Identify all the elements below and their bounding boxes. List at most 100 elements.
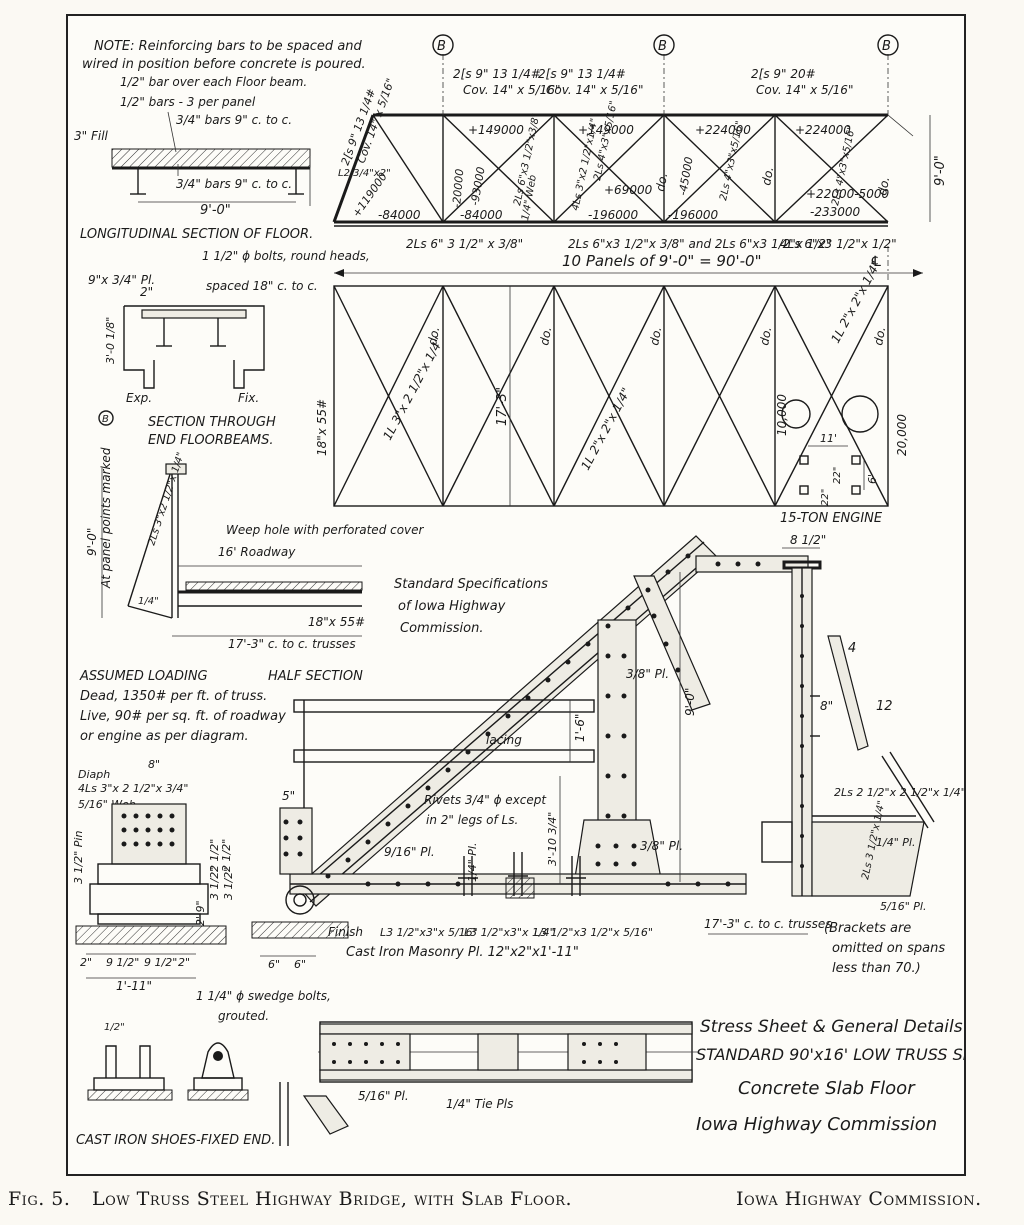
end-bolts-1: 1 1/2" ϕ bolts, round heads, bbox=[202, 249, 370, 263]
engine-load-front: 10,000 bbox=[775, 394, 789, 436]
right-dim-8: 8" bbox=[820, 699, 833, 713]
end-exp: Exp. bbox=[126, 391, 152, 405]
end-fix: Fix. bbox=[238, 391, 259, 405]
assumed-loading: ASSUMED LOADING Dead, 1350# per ft. of t… bbox=[79, 669, 286, 744]
right-note-1: (Brackets are bbox=[824, 921, 911, 936]
bottom-chord-1: 2Ls 6" 3 1/2" x 3/8" bbox=[406, 237, 523, 251]
joint-dim-90: 9'-0" bbox=[683, 688, 697, 716]
shoe-dim-21: 2 1/2" bbox=[208, 839, 221, 872]
joint-finish: Finish bbox=[328, 925, 363, 939]
bottom-chord-2: 2Ls 6"x3 1/2"x 3/8" and 2Ls 6"x3 1/2"x 1… bbox=[568, 237, 832, 251]
bracing-do-5: do. bbox=[871, 326, 888, 347]
note-floorbeam-bar: 1/2" bar over each Floor beam. bbox=[120, 75, 307, 89]
spec-line-1: Standard Specifications bbox=[394, 577, 548, 592]
bracing-do-3: do. bbox=[647, 326, 664, 347]
joint-pl-38a: 3/8" Pl. bbox=[626, 667, 669, 681]
specification-note: Standard Specifications of Iowa Highway … bbox=[394, 577, 548, 636]
longitudinal-section-label: LONGITUDINAL SECTION OF FLOOR. bbox=[80, 227, 313, 242]
right-trusses: 17'-3" c. to c. trusses bbox=[704, 917, 832, 931]
stress-13: +224000 bbox=[795, 123, 851, 137]
half-at-panel: At panel points marked bbox=[99, 447, 113, 589]
shoe-pin: 3 1/2" Pin bbox=[72, 831, 85, 884]
joint-pl-38b: 3/8" Pl. bbox=[640, 839, 683, 853]
engine-axle: 11' bbox=[820, 432, 837, 445]
stress-15: -233000 bbox=[810, 205, 861, 219]
engine-load-rear: 20,000 bbox=[895, 414, 909, 456]
joint-pl-14: 1/4" Pl. bbox=[466, 843, 479, 882]
note-bars-34: 3/4" bars 9" c. to c. bbox=[176, 113, 292, 127]
joint-angle-a: L3 1/2"x3"x 5/16" bbox=[380, 926, 478, 939]
plan-pl-516: 5/16" Pl. bbox=[358, 1089, 409, 1103]
cast-label: CAST IRON SHOES-FIXED END. bbox=[76, 1133, 275, 1148]
caption-figure: Fig. 5. bbox=[8, 1188, 71, 1210]
end-height: 3'-0 1/8" bbox=[104, 317, 117, 364]
cover-2: Cov. 14" x 5/16" bbox=[546, 83, 643, 97]
stress-11: -196000 bbox=[668, 208, 719, 222]
end-section-label-2: END FLOORBEAMS. bbox=[148, 433, 274, 448]
do-2: do. bbox=[759, 166, 776, 187]
joint-angle-c: L3 1/2"x3 1/2"x 5/16" bbox=[534, 926, 653, 939]
note-line-2: wired in position before concrete is pou… bbox=[82, 57, 366, 72]
shoe-dim-3b: 3 1/2" bbox=[222, 867, 235, 900]
engine-wheel-b: 22" bbox=[832, 467, 843, 484]
end-bolts-2: spaced 18" c. to c. bbox=[206, 279, 318, 293]
joint-dim-310: 3'-10 3/4" bbox=[546, 812, 559, 866]
truss-labels: 2[s 9" 13 1/4# Cov. 14" x 5/16" 2[s 9" 1… bbox=[338, 67, 948, 270]
title-line-3: Concrete Slab Floor bbox=[738, 1078, 916, 1099]
right-note-3: less than 70.) bbox=[832, 961, 921, 976]
longitudinal-floor-section: NOTE: Reinforcing bars to be spaced and … bbox=[74, 39, 366, 242]
spec-line-3: Commission. bbox=[400, 621, 483, 636]
stress-7: +149000 bbox=[578, 123, 634, 137]
shoe-base-c: 9 1/2" bbox=[144, 956, 177, 969]
joint-dim-16: 1'-6" bbox=[573, 714, 587, 742]
engine-wheel-a: 22" bbox=[820, 489, 831, 506]
plan-tie-pls: 1/4" Tie Pls bbox=[446, 1097, 513, 1111]
loading-engine: or engine as per diagram. bbox=[80, 729, 249, 744]
right-dim-4: 4 bbox=[848, 641, 856, 656]
shoe-dim-22: 2 1/2" bbox=[220, 839, 233, 872]
truss-elevation bbox=[332, 54, 931, 281]
stress-1: +149000 bbox=[468, 123, 524, 137]
drawing-frame: B B B 2[s 9" 13 1/4# Cov. 14" x 5/16" 2[… bbox=[66, 14, 995, 1176]
half-weephole: Weep hole with perforated cover bbox=[226, 523, 425, 537]
shoe-bolts-1: 1 1/4" ϕ swedge bolts, bbox=[196, 989, 331, 1003]
joint-dim-6b: 6" bbox=[294, 958, 306, 971]
right-dim-85: 8 1/2" bbox=[790, 533, 826, 547]
title-block: Stress Sheet & General Details STANDARD … bbox=[696, 1017, 995, 1135]
bracing-width: 17'-3" bbox=[495, 387, 510, 426]
half-trusses: 17'-3" c. to c. trusses bbox=[228, 637, 356, 651]
bottom-chord-3: 4Ls 6"x3 1/2"x 1/2" bbox=[780, 237, 897, 251]
top-chord-3: 2[s 9" 20# bbox=[751, 67, 816, 81]
loading-dead: Dead, 1350# per ft. of truss. bbox=[80, 689, 267, 704]
truss-height: 9'-0" bbox=[933, 155, 948, 186]
shoe-bolts-2: grouted. bbox=[218, 1009, 269, 1023]
stress-10: -45000 bbox=[676, 156, 696, 197]
brace-1: 1L 3"x 2 1/2"x 1/4" bbox=[380, 335, 446, 442]
end-gap: 2" bbox=[140, 285, 153, 299]
half-height: 9'-0" bbox=[85, 528, 99, 556]
stress-14: +22000-5000 bbox=[806, 187, 889, 201]
engine-diagram: 10,000 20,000 11' 22" 22" 6' 15-TON ENGI… bbox=[775, 394, 909, 526]
half-marker: B bbox=[102, 414, 109, 425]
panel-marker: B B B bbox=[432, 34, 899, 56]
shoe-dim-8: 8" bbox=[148, 758, 160, 771]
right-dim-12: 12 bbox=[876, 699, 893, 714]
rivet-pattern bbox=[283, 553, 761, 887]
half-roadway: 16' Roadway bbox=[218, 545, 296, 559]
stress-5: -20000 bbox=[450, 168, 466, 208]
stress-2: -93000 bbox=[468, 166, 488, 207]
engine-label: 15-TON ENGINE bbox=[780, 511, 883, 526]
engineering-drawing: B B B 2[s 9" 13 1/4# Cov. 14" x 5/16" 2[… bbox=[72, 34, 995, 1148]
end-panel-joint-detail: 5" 9/16" Pl. lacing 1'-6" Rivets 3/4" ϕ … bbox=[251, 535, 809, 971]
top-chord-1: 2[s 9" 13 1/4# bbox=[453, 67, 541, 81]
caption-source: Iowa Highway Commission. bbox=[736, 1188, 982, 1210]
cast-iron-shoes: 1/2" CAST IRON SHOES-FIXED END. bbox=[76, 1022, 275, 1148]
figure-caption: Fig. 5. Low Truss Steel Highway Bridge, … bbox=[0, 1180, 1024, 1220]
end-plate: 9"x 3/4" Pl. bbox=[88, 273, 155, 287]
engine-gauge: 6' bbox=[866, 474, 879, 484]
top-chord-2: 2[s 9" 13 1/4# bbox=[538, 67, 626, 81]
bracing-do-2: do. bbox=[537, 326, 554, 347]
note-fill: 3" Fill bbox=[74, 129, 109, 143]
note-bars-panel: 1/2" bars - 3 per panel bbox=[120, 95, 256, 109]
stress-8: +69000 bbox=[604, 183, 653, 197]
